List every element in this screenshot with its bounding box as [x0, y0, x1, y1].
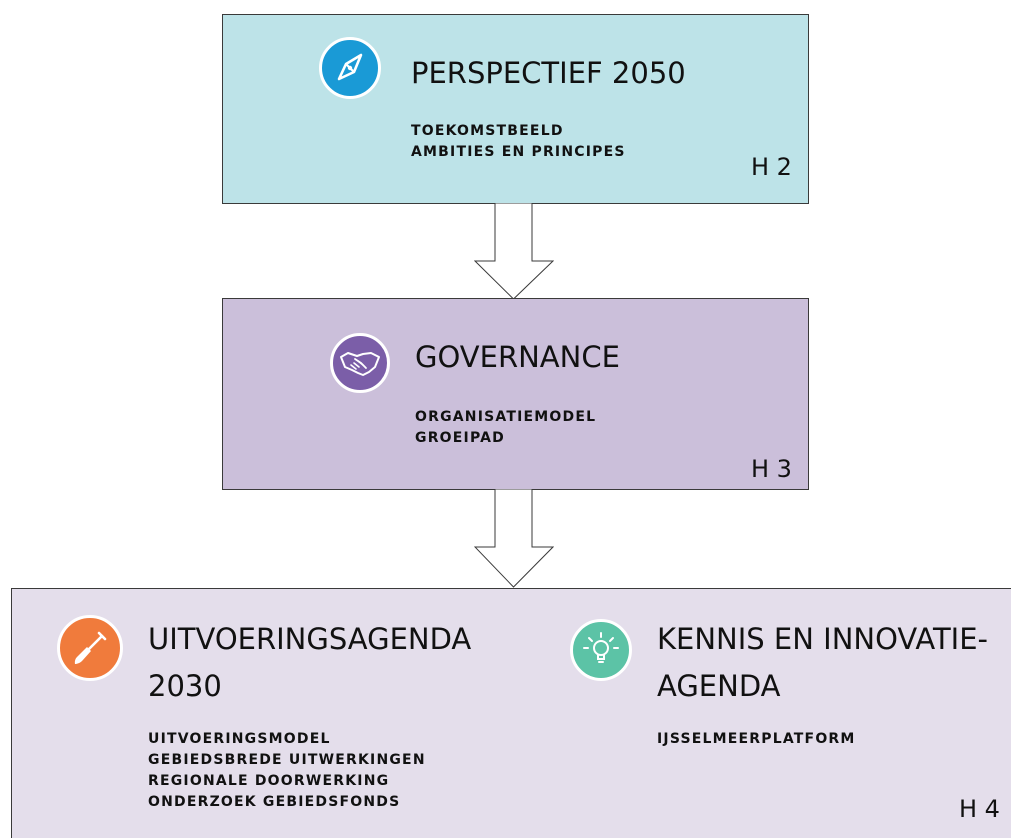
down-arrow-2	[474, 489, 554, 588]
perspectief-items: TOEKOMSTBEELD AMBITIES EN PRINCIPES	[411, 121, 626, 163]
uitvoering-title-line1: UITVOERINGSAGENDA	[148, 622, 472, 656]
down-arrow-1	[474, 203, 554, 300]
uitvoering-item-1: UITVOERINGSMODEL	[148, 731, 331, 747]
perspectief-item-1: TOEKOMSTBEELD	[411, 123, 564, 139]
governance-item-2: GROEIPAD	[415, 430, 505, 446]
uitvoering-box: UITVOERINGSAGENDA 2030 UITVOERINGSMODEL …	[11, 588, 1011, 838]
kennis-items: IJSSELMEERPLATFORM	[657, 729, 856, 750]
uitvoering-item-2: GEBIEDSBREDE UITWERKINGEN	[148, 752, 426, 768]
kennis-title-line2: AGENDA	[657, 669, 781, 703]
governance-box: GOVERNANCE ORGANISATIEMODEL GROEIPAD H 3	[222, 298, 809, 490]
uitvoering-item-3: REGIONALE DOORWERKING	[148, 773, 390, 789]
kennis-item-1: IJSSELMEERPLATFORM	[657, 731, 856, 747]
uitvoering-items: UITVOERINGSMODEL GEBIEDSBREDE UITWERKING…	[148, 729, 426, 813]
governance-item-1: ORGANISATIEMODEL	[415, 409, 597, 425]
compass-icon	[319, 37, 381, 99]
lightbulb-icon	[570, 619, 632, 681]
perspectief-item-2: AMBITIES EN PRINCIPES	[411, 144, 626, 160]
chapter-label-h3: H 3	[751, 455, 792, 483]
governance-items: ORGANISATIEMODEL GROEIPAD	[415, 407, 596, 449]
perspectief-box: PERSPECTIEF 2050 TOEKOMSTBEELD AMBITIES …	[222, 14, 809, 204]
chapter-label-h4: H 4	[959, 795, 1000, 823]
shovel-icon	[57, 615, 123, 681]
governance-title: GOVERNANCE	[415, 340, 620, 374]
uitvoering-title: UITVOERINGSAGENDA 2030	[148, 621, 471, 705]
uitvoering-item-4: ONDERZOEK GEBIEDSFONDS	[148, 794, 401, 810]
perspectief-title: PERSPECTIEF 2050	[411, 56, 686, 90]
handshake-icon	[330, 333, 390, 393]
kennis-title-line1: KENNIS EN INNOVATIE-	[657, 622, 989, 656]
chapter-label-h2: H 2	[751, 153, 792, 181]
kennis-title: KENNIS EN INNOVATIE- AGENDA	[657, 621, 988, 705]
uitvoering-title-line2: 2030	[148, 669, 222, 703]
